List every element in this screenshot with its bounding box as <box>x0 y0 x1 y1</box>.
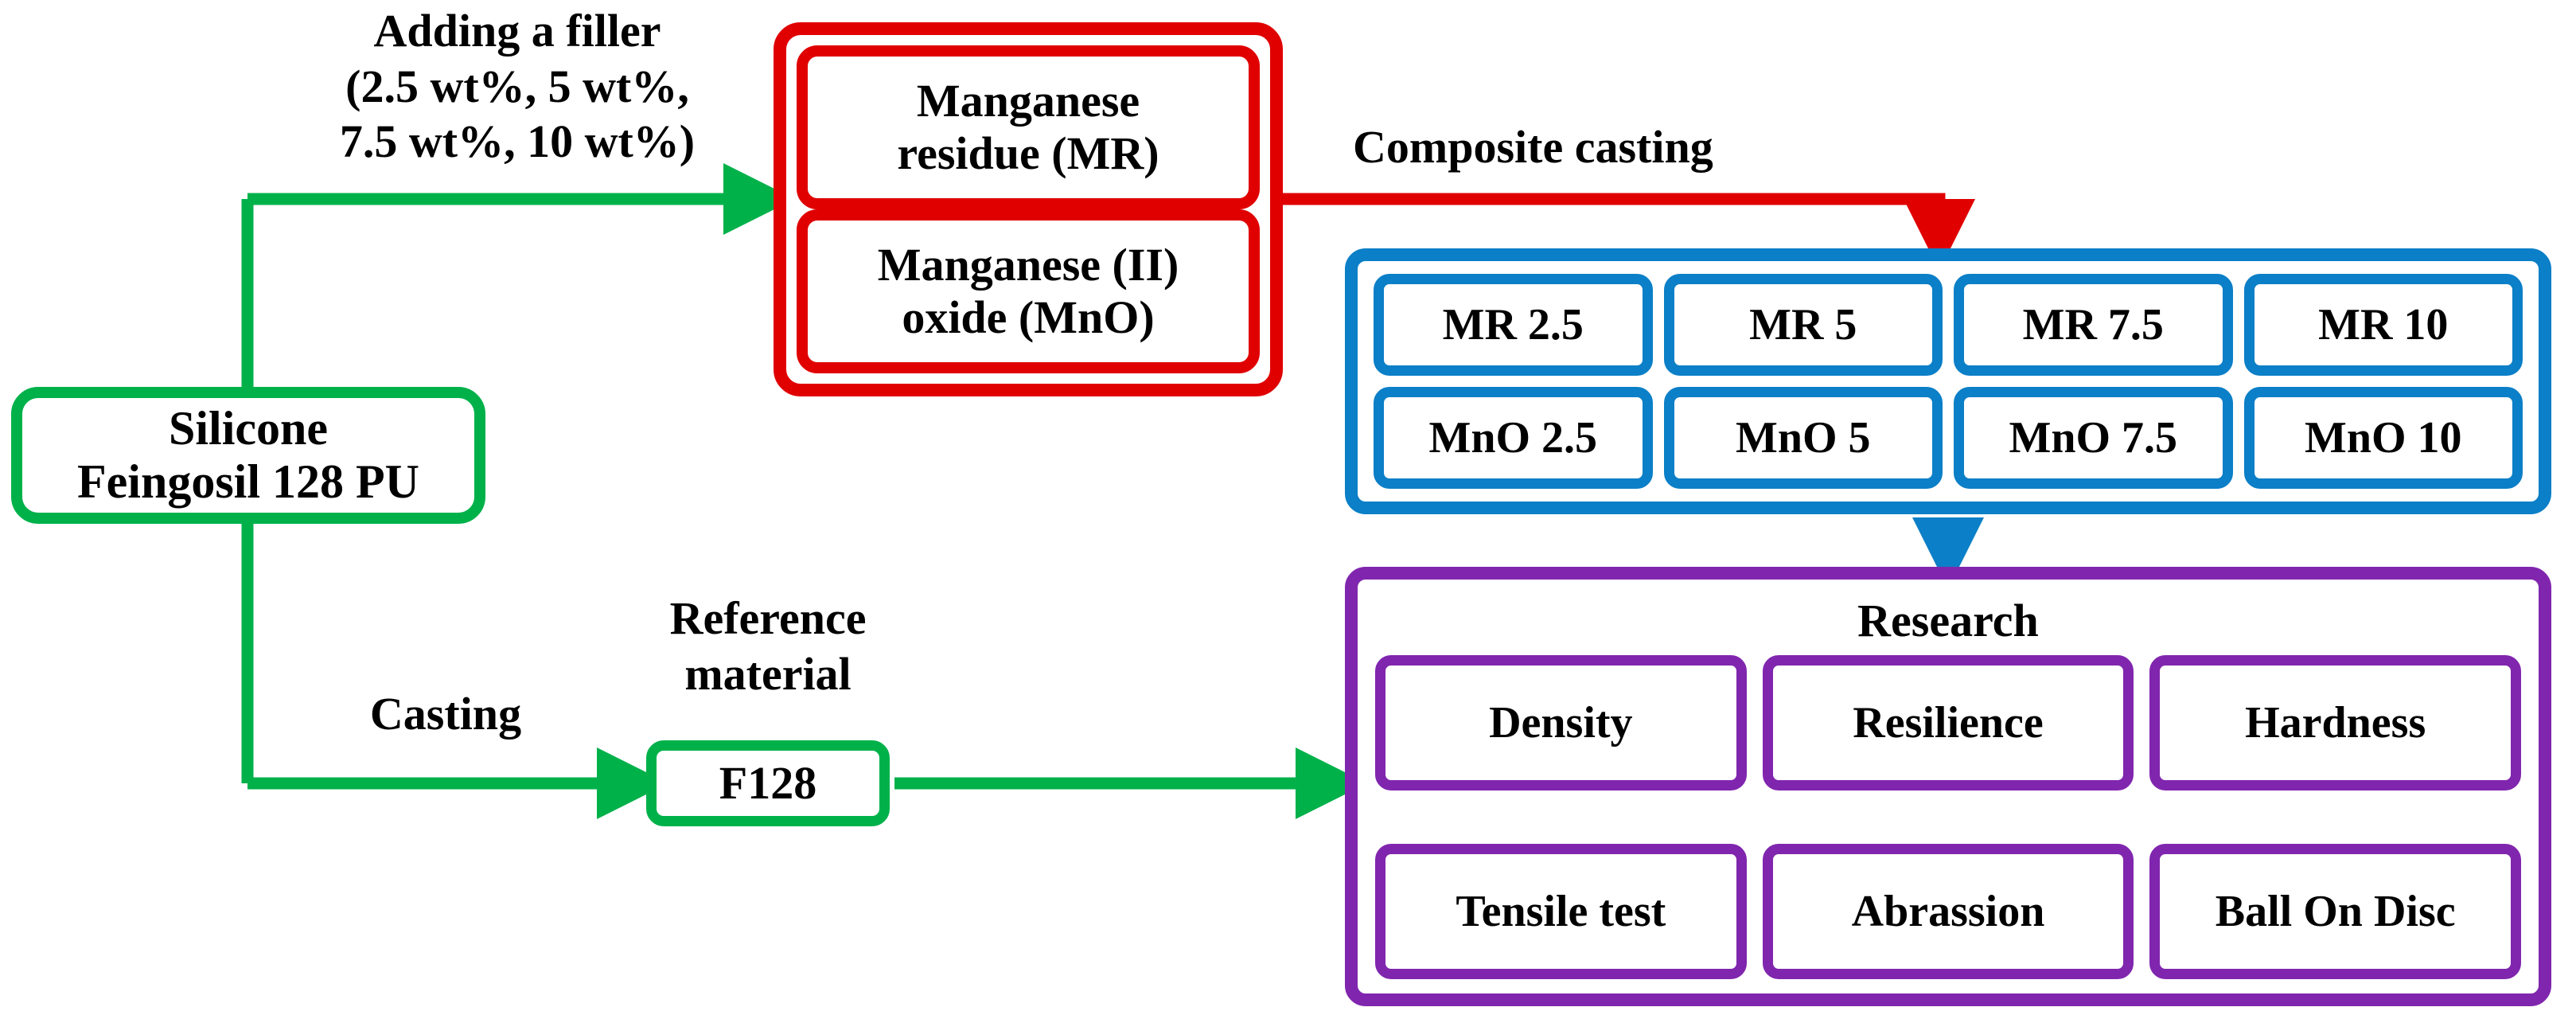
composites-row-mr: MR 2.5 MR 5 MR 7.5 MR 10 <box>1374 274 2523 376</box>
node-composite-mr-7-5[interactable]: MR 7.5 <box>1954 274 2233 376</box>
node-composite-mno-5[interactable]: MnO 5 <box>1663 387 1943 489</box>
node-test-ball-on-disc[interactable]: Ball On Disc <box>2149 844 2522 979</box>
node-filler-manganese-oxide[interactable]: Manganese (II) oxide (MnO) <box>797 209 1260 373</box>
node-composite-mr-10[interactable]: MR 10 <box>2243 274 2523 376</box>
edge-silicone-to-fillers <box>241 163 795 398</box>
edge-fillers-to-composites <box>1280 193 1975 271</box>
composites-row-mno: MnO 2.5 MnO 5 MnO 7.5 MnO 10 <box>1374 387 2523 489</box>
edge-silicone-to-f128 <box>241 509 668 819</box>
research-heading: Research <box>1857 595 2039 646</box>
node-composite-mr-5[interactable]: MR 5 <box>1663 274 1943 376</box>
label-composite-casting: Composite casting <box>1353 121 1713 173</box>
node-test-tensile-test[interactable]: Tensile test <box>1375 844 1747 979</box>
label-reference-material: Reference material <box>669 592 867 700</box>
node-composite-mno-2-5[interactable]: MnO 2.5 <box>1374 387 1653 489</box>
node-reference-sample[interactable]: F128 <box>646 740 890 826</box>
label-adding-filler: Adding a filler (2.5 wt%, 5 wt%, 7.5 wt%… <box>339 5 696 168</box>
node-composite-mr-2-5[interactable]: MR 2.5 <box>1374 274 1653 376</box>
node-composite-mno-7-5[interactable]: MnO 7.5 <box>1954 387 2233 489</box>
node-test-density[interactable]: Density <box>1375 655 1747 790</box>
research-row-1: Density Resilience Hardness <box>1375 655 2522 790</box>
node-test-resilience[interactable]: Resilience <box>1762 655 2134 790</box>
node-filler-manganese-residue[interactable]: Manganese residue (MR) <box>797 45 1260 209</box>
label-casting: Casting <box>369 688 522 740</box>
group-composites: MR 2.5 MR 5 MR 7.5 MR 10 MnO 2.5 MnO 5 M… <box>1345 248 2551 514</box>
research-row-2: Tensile test Abrassion Ball On Disc <box>1375 844 2522 979</box>
node-test-abrassion[interactable]: Abrassion <box>1762 844 2134 979</box>
group-research: Research Density Resilience Hardness Ten… <box>1345 567 2551 1006</box>
node-composite-mno-10[interactable]: MnO 10 <box>2243 387 2523 489</box>
node-test-hardness[interactable]: Hardness <box>2149 655 2522 790</box>
research-rows: Density Resilience Hardness Tensile test… <box>1375 655 2522 979</box>
node-base-material[interactable]: Silicone Feingosil 128 PU <box>11 387 485 524</box>
group-fillers: Manganese residue (MR) Manganese (II) ox… <box>774 22 1283 396</box>
